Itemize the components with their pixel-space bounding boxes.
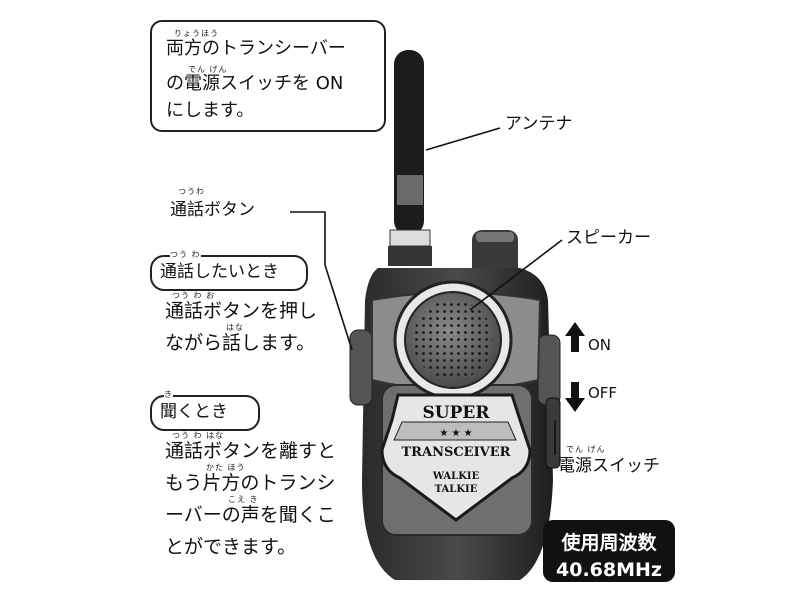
antenna-part <box>388 50 432 266</box>
talk-line-1-ruby: つう わ お <box>172 291 216 300</box>
power-switch-ruby: でん げん <box>566 445 606 454</box>
arrow-down-icon <box>565 382 585 412</box>
badge-walkie-text: WALKIE <box>432 471 480 482</box>
frequency-badge: 使用周波数 40.68MHz <box>543 520 675 582</box>
antenna-label: アンテナ <box>505 114 573 134</box>
on-label: ON <box>588 336 612 354</box>
listen-line-1: 通話ボタンを離すと <box>165 440 337 462</box>
arrow-group <box>565 322 585 412</box>
listen-line-2: もう片方のトランシ <box>165 472 336 494</box>
off-label: OFF <box>588 384 618 402</box>
listen-line-4: とができます。 <box>165 536 297 558</box>
frequency-label: 使用周波数 <box>561 532 657 554</box>
talk-line-1: 通話ボタンを押し <box>165 300 318 322</box>
intro-line-2: の電源スイッチを ON <box>166 73 344 94</box>
listen-line-1-ruby: つう わ はな <box>172 431 225 440</box>
listen-heading-box: き 聞くとき <box>150 391 260 431</box>
frequency-value: 40.68MHz <box>556 559 662 581</box>
listen-line-3-ruby: こえ き <box>228 495 259 504</box>
intro-ruby-1: りょうほう <box>174 29 219 38</box>
talk-line-2-ruby: はな <box>226 323 244 332</box>
badge-stars: ★ ★ ★ <box>439 428 472 439</box>
badge-talkie-text: TALKIE <box>435 484 478 495</box>
speaker-label: スピーカー <box>566 228 651 248</box>
leader-lines <box>290 127 563 455</box>
listen-heading-ruby: き <box>164 390 173 399</box>
intro-line-1: 両方のトランシーバー <box>166 38 346 59</box>
talk-heading-box: つう わ 通話したいとき <box>150 251 308 291</box>
badge-super-text: SUPER <box>423 403 491 423</box>
power-switch-label: 電源スイッチ <box>558 456 660 476</box>
talk-heading: 通話したいとき <box>160 262 279 282</box>
listen-heading: 聞くとき <box>160 402 228 422</box>
listen-line-2-ruby: かた ほう <box>206 463 246 472</box>
badge-transceiver-text: TRANSCEIVER <box>402 445 511 460</box>
intro-line-3: にします。 <box>166 100 255 121</box>
arrow-up-icon <box>565 322 585 352</box>
talk-line-2: ながら話します。 <box>165 332 316 354</box>
intro-instruction-box: りょうほう 両方のトランシーバー でん げん の電源スイッチを ON にします。 <box>150 20 386 132</box>
talk-heading-ruby: つう わ <box>170 250 201 259</box>
listen-line-3: ーバーの声を聞くこ <box>165 504 336 526</box>
talk-button-ruby: つうわ <box>178 187 205 196</box>
intro-ruby-2: でん げん <box>188 65 228 74</box>
talk-button-label: 通話ボタン <box>170 200 255 220</box>
